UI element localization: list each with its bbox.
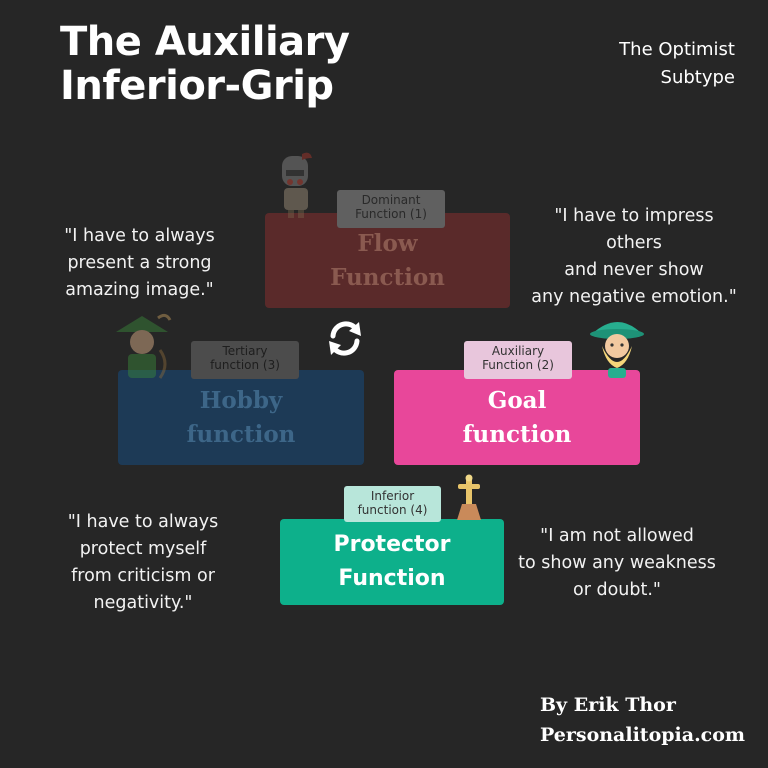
quote-inferior-right: "I am not allowed to show any weakness o…	[512, 523, 722, 604]
tertiary-tag: Tertiary function (3)	[191, 341, 299, 379]
subtitle-line-1: The Optimist	[619, 39, 735, 60]
tag-line: function (3)	[210, 358, 280, 372]
subtitle: The Optimist Subtype	[619, 36, 735, 92]
page-title: The Auxiliary Inferior-Grip	[60, 19, 350, 109]
hobby-function-box: Hobby function	[118, 370, 364, 465]
quote-line: amazing image."	[65, 280, 214, 300]
quote-line: negativity."	[93, 593, 193, 613]
cycle-arrows-icon	[329, 321, 361, 356]
author-credit: By Erik Thor Personalitopia.com	[540, 690, 745, 750]
quote-line: protect myself	[79, 539, 207, 559]
goal-function-box: Goal function	[394, 370, 640, 465]
box-label-line: Goal	[487, 386, 547, 414]
sword-icon	[457, 474, 481, 520]
dominant-tag: Dominant Function (1)	[337, 190, 445, 228]
quote-line: any negative emotion."	[531, 287, 737, 307]
box-label-line: function	[462, 420, 572, 448]
quote-line: to show any weakness	[518, 553, 716, 573]
quote-line: "I am not allowed	[540, 526, 694, 546]
quote-dominant: "I have to always present a strong amazi…	[52, 223, 227, 304]
tag-line: Auxiliary	[491, 344, 545, 358]
box-label-line: Function	[338, 566, 446, 591]
quote-line: present a strong	[67, 253, 212, 273]
quote-inferior: "I have to always protect myself from cr…	[58, 509, 228, 617]
subtitle-line-2: Subtype	[660, 67, 735, 88]
quote-auxiliary: "I have to impress others and never show…	[528, 203, 740, 311]
tag-line: Inferior	[370, 489, 415, 503]
quote-line: others	[606, 233, 662, 253]
quote-line: "I have to always	[67, 512, 219, 532]
title-line-2: Inferior-Grip	[60, 63, 334, 109]
protector-function-box: Protector Function	[280, 519, 504, 605]
auxiliary-tag: Auxiliary Function (2)	[464, 341, 572, 379]
tag-line: Function (2)	[482, 358, 554, 372]
box-label-line: Flow	[357, 229, 418, 257]
quote-line: from criticism or	[71, 566, 215, 586]
credit-website[interactable]: Personalitopia.com	[540, 724, 746, 746]
tag-line: Tertiary	[222, 344, 268, 358]
quote-line: and never show	[564, 260, 704, 280]
wizard-icon	[590, 322, 644, 378]
tag-line: function (4)	[357, 503, 428, 517]
flow-function-box: Flow Function	[265, 213, 510, 308]
quote-line: "I have to impress	[554, 206, 714, 226]
tag-line: Dominant	[361, 193, 421, 207]
inferior-tag: Inferior function (4)	[344, 486, 441, 522]
knight-icon	[282, 152, 312, 218]
title-line-1: The Auxiliary	[60, 19, 350, 65]
quote-line: or doubt."	[573, 580, 661, 600]
archer-icon	[116, 313, 172, 379]
tag-line: Function (1)	[355, 207, 427, 221]
box-label-line: function	[186, 420, 296, 448]
quote-line: "I have to always	[64, 226, 215, 246]
box-label-line: Function	[330, 263, 445, 291]
box-label-line: Protector	[333, 532, 451, 557]
box-label-line: Hobby	[199, 386, 283, 414]
credit-author: By Erik Thor	[540, 694, 676, 716]
